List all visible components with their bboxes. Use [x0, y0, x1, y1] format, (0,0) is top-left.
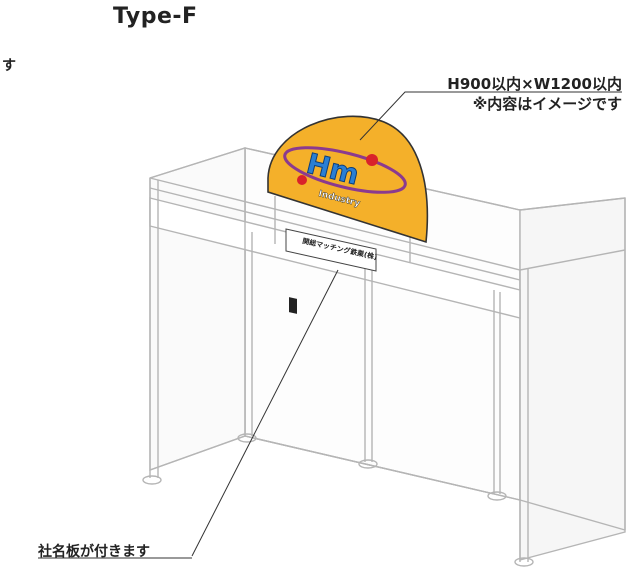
cut-off-text-top-left: す	[2, 58, 16, 74]
sign-size-callout: H900以内×W1200以内 ※内容はイメージです	[392, 74, 622, 114]
sign-size-text: H900以内×W1200以内	[447, 75, 622, 93]
sign-callout-leader	[359, 91, 622, 141]
diagram-title: Type-F	[113, 4, 198, 29]
left-side-panel	[149, 147, 246, 471]
sign-note-text: ※内容はイメージです	[472, 95, 622, 113]
nameplate-callout-leader	[191, 269, 339, 557]
nameplate-callout-label: 社名板が付きます	[38, 544, 150, 560]
top-rail-left	[149, 147, 246, 179]
company-sign: Hm Industry	[267, 115, 429, 244]
